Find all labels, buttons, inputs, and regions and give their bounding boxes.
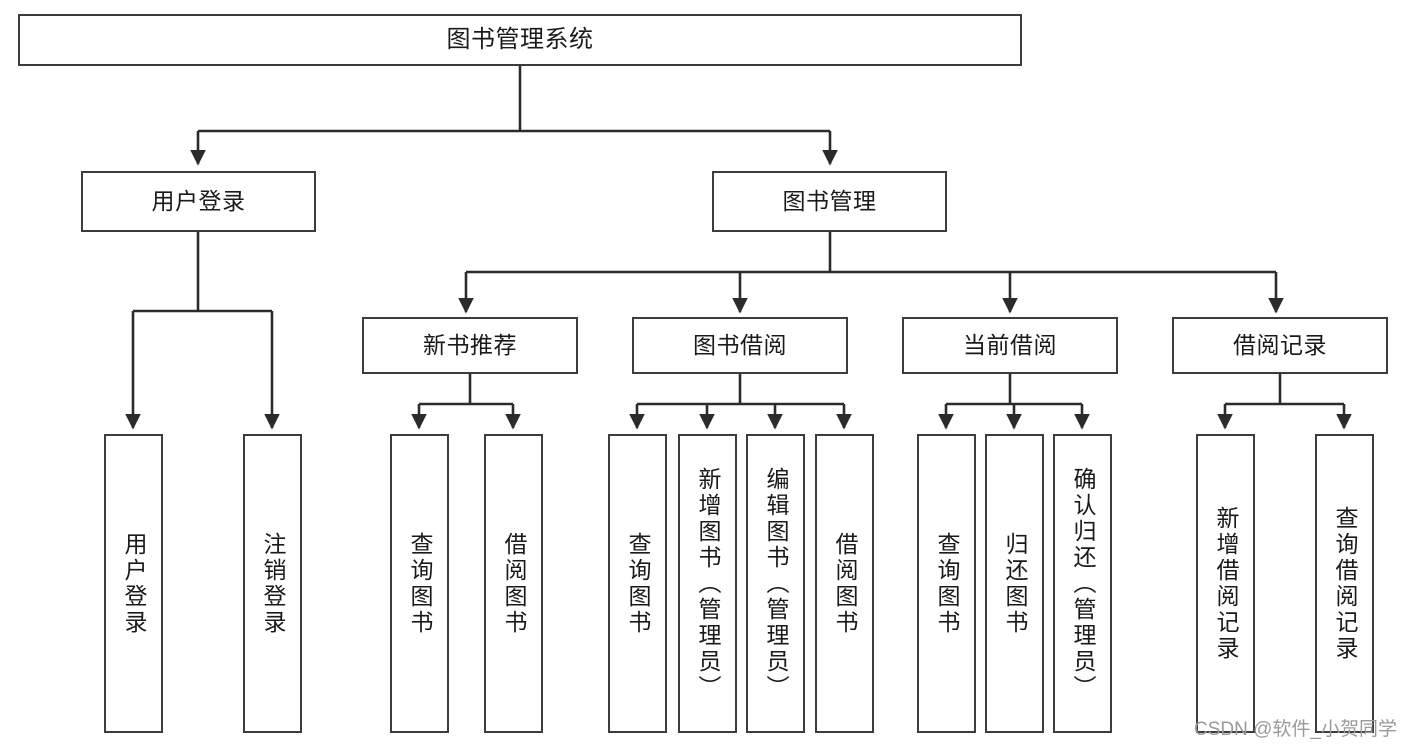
node-book-borrow[interactable]: 图书借阅 (632, 317, 848, 374)
node-label: 借阅图书 (501, 531, 527, 636)
leaf-add-borrow-record[interactable]: 新增借阅记录 (1196, 434, 1255, 733)
node-label: 注销登录 (260, 531, 286, 636)
leaf-query-borrow-record[interactable]: 查询借阅记录 (1315, 434, 1374, 733)
node-label: 确认归还（管理员） (1070, 466, 1096, 701)
node-borrow-record[interactable]: 借阅记录 (1172, 317, 1388, 374)
node-label: 新增借阅记录 (1213, 505, 1239, 662)
leaf-add-book-admin[interactable]: 新增图书（管理员） (678, 434, 737, 733)
node-label: 新增图书（管理员） (695, 466, 721, 701)
node-label: 编辑图书（管理员） (763, 466, 789, 701)
node-label: 用户登录 (151, 188, 246, 214)
watermark-text: CSDN @软件_小贺同学 (1194, 719, 1397, 740)
leaf-query-book-recommend[interactable]: 查询图书 (390, 434, 449, 733)
leaf-edit-book-admin[interactable]: 编辑图书（管理员） (746, 434, 805, 733)
node-label: 借阅图书 (832, 531, 858, 636)
node-label: 查询借阅记录 (1332, 505, 1358, 662)
node-label: 当前借阅 (963, 332, 1057, 358)
leaf-user-login[interactable]: 用户登录 (104, 434, 163, 733)
leaf-user-logout[interactable]: 注销登录 (243, 434, 302, 733)
node-label: 归还图书 (1002, 531, 1028, 636)
node-label: 借阅记录 (1233, 332, 1327, 358)
node-user-login[interactable]: 用户登录 (81, 171, 316, 232)
node-label: 查询图书 (625, 531, 651, 636)
leaf-query-book-borrow[interactable]: 查询图书 (608, 434, 667, 733)
node-new-book-recommend[interactable]: 新书推荐 (362, 317, 578, 374)
node-root-book-management-system[interactable]: 图书管理系统 (18, 14, 1022, 66)
node-label: 用户登录 (121, 531, 147, 636)
node-label: 新书推荐 (423, 332, 517, 358)
leaf-borrow-book-recommend[interactable]: 借阅图书 (484, 434, 543, 733)
node-label: 查询图书 (934, 531, 960, 636)
leaf-query-book-current[interactable]: 查询图书 (917, 434, 976, 733)
node-label: 图书管理 (782, 188, 877, 214)
node-current-borrow[interactable]: 当前借阅 (902, 317, 1118, 374)
node-book-management[interactable]: 图书管理 (712, 171, 947, 232)
leaf-borrow-book[interactable]: 借阅图书 (815, 434, 874, 733)
node-label: 图书借阅 (693, 332, 787, 358)
node-label: 图书管理系统 (446, 26, 594, 53)
leaf-confirm-return-admin[interactable]: 确认归还（管理员） (1053, 434, 1112, 733)
node-label: 查询图书 (407, 531, 433, 636)
leaf-return-book[interactable]: 归还图书 (985, 434, 1044, 733)
